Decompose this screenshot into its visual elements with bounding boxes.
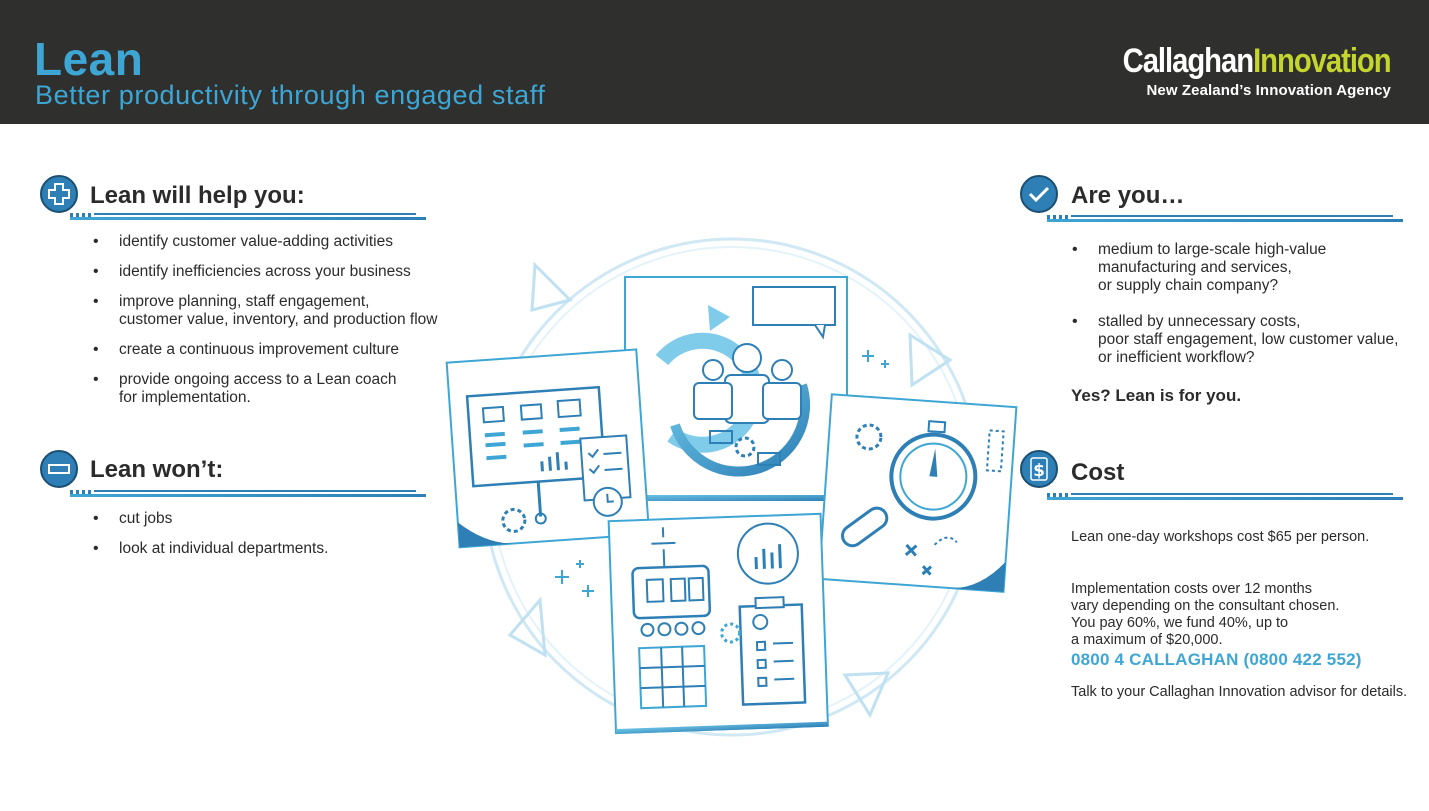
are-you-list: medium to large-scale high-value manufac… — [1072, 241, 1417, 379]
list-item: stalled by unnecessary costs, poor staff… — [1072, 313, 1417, 367]
brand-logo: CallaghanInnovation New Zealand’s Innova… — [1079, 42, 1392, 99]
list-item: create a continuous improvement culture — [93, 341, 463, 359]
dollar-icon: $ — [1020, 450, 1058, 488]
list-item: cut jobs — [93, 510, 433, 528]
checkmark-icon — [1020, 175, 1058, 213]
yes-statement: Yes? Lean is for you. — [1071, 386, 1242, 405]
list-item: provide ongoing access to a Lean coach f… — [93, 371, 463, 407]
list-item: look at individual departments. — [93, 540, 433, 558]
wont-heading: Lean won’t: — [90, 456, 224, 483]
lean-cycle-illustration — [445, 237, 1018, 737]
cost-divider — [1047, 493, 1403, 500]
page-title: Lean — [34, 33, 144, 85]
process-card — [607, 512, 829, 735]
wont-divider — [70, 490, 426, 497]
list-item: improve planning, staff engagement, cust… — [93, 293, 463, 329]
planning-board-card — [445, 348, 651, 549]
page-subtitle: Better productivity through engaged staf… — [35, 80, 546, 110]
are-you-divider — [1047, 215, 1403, 222]
brand-tagline: New Zealand’s Innovation Agency — [1146, 82, 1391, 99]
cost-details: Lean one-day workshops cost $65 per pers… — [1071, 512, 1407, 735]
stopwatch-card — [817, 393, 1018, 593]
cost-heading: Cost — [1071, 459, 1125, 486]
list-item: identify inefficiencies across your busi… — [93, 263, 463, 281]
help-list: identify customer value-adding activitie… — [93, 233, 463, 419]
brand-wordmark: CallaghanInnovation — [1123, 42, 1392, 80]
help-heading: Lean will help you: — [90, 182, 305, 209]
svg-text:$: $ — [1033, 461, 1045, 481]
minus-icon — [40, 450, 78, 488]
cost-implementation-text: Implementation costs over 12 months vary… — [1071, 580, 1340, 649]
phone-number: 0800 4 CALLAGHAN (0800 422 552) — [1071, 650, 1362, 669]
header-bar: Lean Better productivity through engaged… — [0, 0, 1429, 124]
wont-list: cut jobs look at individual departments. — [93, 510, 433, 570]
cost-advisor-text: Talk to your Callaghan Innovation adviso… — [1071, 683, 1408, 700]
cost-workshop-text: Lean one-day workshops cost $65 per pers… — [1071, 529, 1370, 546]
list-item: identify customer value-adding activitie… — [93, 233, 463, 251]
team-card — [624, 276, 848, 501]
list-item: medium to large-scale high-value manufac… — [1072, 241, 1417, 295]
plus-icon — [40, 175, 78, 213]
are-you-heading: Are you… — [1071, 182, 1185, 209]
help-divider — [70, 213, 426, 220]
